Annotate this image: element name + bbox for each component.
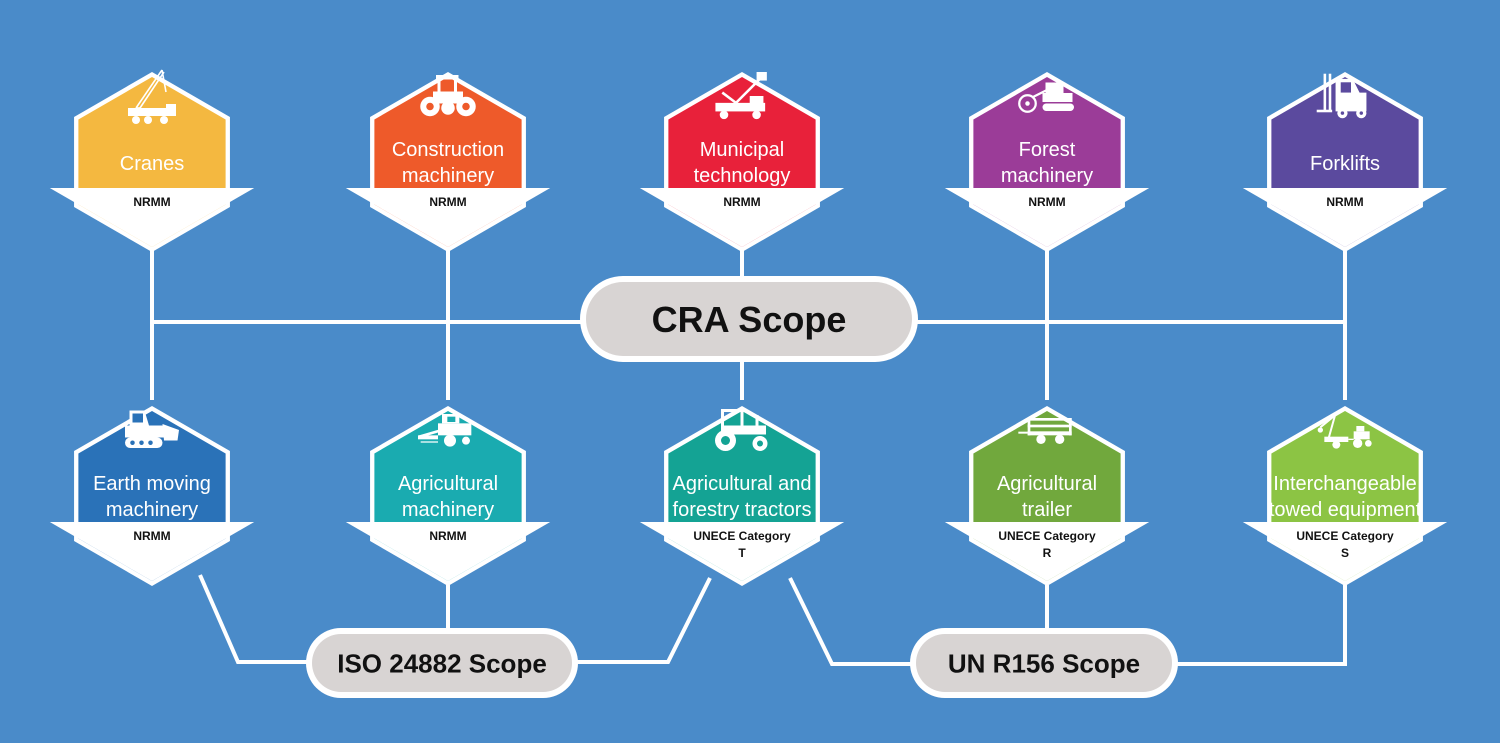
hex-tag-band bbox=[345, 188, 551, 247]
cra-scope-pill: CRA Scope bbox=[580, 276, 918, 362]
hex-title-line: Agricultural and bbox=[673, 473, 812, 495]
hex-title-line: machinery bbox=[402, 499, 494, 521]
hex-tag-line: T bbox=[738, 546, 746, 560]
hex-tag-line: NRMM bbox=[723, 195, 760, 209]
hex-tag-line: UNECE Category bbox=[1296, 529, 1394, 543]
category-nodes: CranesNRMMConstructionmachineryNRMMMunic… bbox=[49, 69, 1448, 586]
hex-tag-band bbox=[1242, 522, 1448, 581]
connector-line bbox=[1170, 585, 1347, 666]
hex-tag-line: UNECE Category bbox=[693, 529, 791, 543]
hex-title-line: towed equipment bbox=[1269, 499, 1422, 521]
iso-scope-pill: ISO 24882 Scope bbox=[306, 628, 578, 698]
hex-title-line: Interchangeable bbox=[1273, 473, 1416, 495]
iso-scope-pill-label: ISO 24882 Scope bbox=[337, 648, 547, 678]
hex-tag-line: NRMM bbox=[133, 195, 170, 209]
hex-tag-band bbox=[639, 522, 845, 581]
hex-title-line: Cranes bbox=[120, 153, 184, 175]
hex-title-line: Forklifts bbox=[1310, 153, 1380, 175]
hex-title-line: machinery bbox=[1001, 165, 1093, 187]
un-scope-pill-fill bbox=[916, 634, 1172, 692]
hex-title-line: Forest bbox=[1019, 139, 1076, 161]
hex-tag-line: NRMM bbox=[429, 195, 466, 209]
hex-title-line: machinery bbox=[106, 499, 198, 521]
cra-scope-pill-fill bbox=[586, 282, 912, 356]
hex-tag-line: R bbox=[1043, 546, 1052, 560]
hex-tag-line: NRMM bbox=[429, 529, 466, 543]
hex-title-line: Municipal bbox=[700, 139, 784, 161]
connector-line bbox=[198, 574, 320, 664]
hex-title-line: forestry tractors bbox=[673, 499, 812, 521]
un-scope-pill-label: UN R156 Scope bbox=[948, 648, 1140, 678]
un-scope-pill: UN R156 Scope bbox=[910, 628, 1178, 698]
hex-title-line: Agricultural bbox=[398, 473, 498, 495]
hex-tag-band bbox=[944, 522, 1150, 581]
hex-title-line: technology bbox=[694, 165, 791, 187]
iso-scope-pill-fill bbox=[312, 634, 572, 692]
connector-line bbox=[788, 577, 920, 666]
hex-tag-band bbox=[1242, 188, 1448, 247]
connector-line bbox=[570, 577, 712, 664]
hex-tag-line: NRMM bbox=[133, 529, 170, 543]
cra-scope-pill-label: CRA Scope bbox=[652, 299, 847, 340]
hex-tag-band bbox=[944, 188, 1150, 247]
hex-title-line: trailer bbox=[1022, 499, 1072, 521]
hex-tag-line: UNECE Category bbox=[998, 529, 1096, 543]
hex-tag-line: S bbox=[1341, 546, 1349, 560]
hex-tag-band bbox=[49, 522, 255, 581]
hex-tag-line: NRMM bbox=[1028, 195, 1065, 209]
hex-tag-band bbox=[49, 188, 255, 247]
hex-title-line: Agricultural bbox=[997, 473, 1097, 495]
hex-title-line: Construction bbox=[392, 139, 504, 161]
hex-tag-band bbox=[639, 188, 845, 247]
hex-title-line: Earth moving bbox=[93, 473, 211, 495]
hex-tag-band bbox=[345, 522, 551, 581]
hex-tag-line: NRMM bbox=[1326, 195, 1363, 209]
hex-title-line: machinery bbox=[402, 165, 494, 187]
